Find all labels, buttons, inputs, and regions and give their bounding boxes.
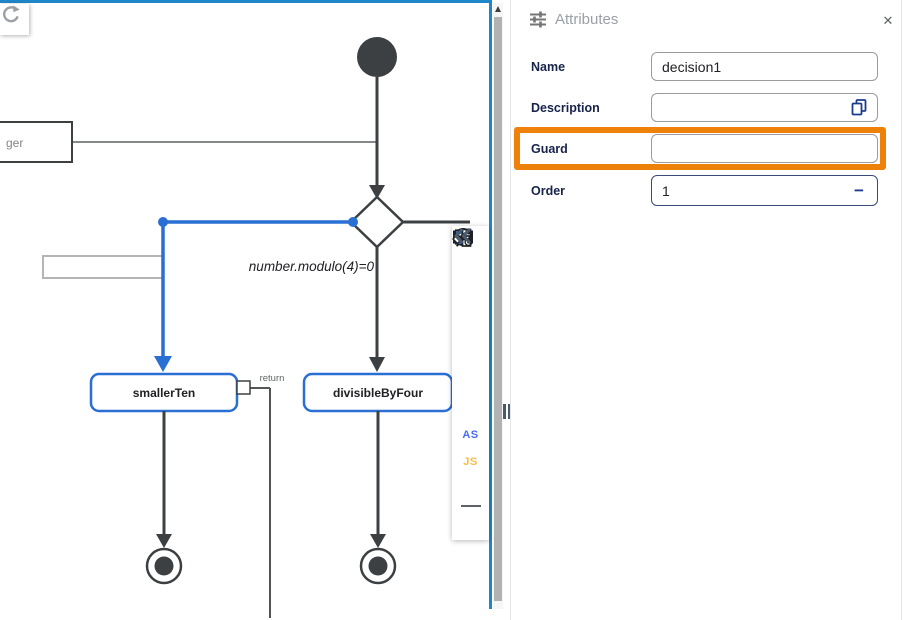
order-label: Order xyxy=(531,184,566,198)
toolbar-decision-nodes-button[interactable] xyxy=(452,228,484,502)
chevron-double-left-icon xyxy=(453,227,472,245)
toolbar-collapse-button[interactable] xyxy=(453,227,484,535)
toolbar-comment-button[interactable] xyxy=(454,228,484,392)
toolbar-as-script-button[interactable]: AS xyxy=(462,429,479,441)
edge-decision-to-smallerten-selected[interactable] xyxy=(154,217,358,372)
tune-icon xyxy=(530,11,546,28)
edge-endpoint-handle[interactable] xyxy=(348,217,358,227)
canvas-border-right xyxy=(489,0,492,609)
shape-toolbar: T AS JS xyxy=(452,226,489,540)
toolbar-text-button[interactable]: T xyxy=(457,227,484,365)
name-label: Name xyxy=(531,60,566,74)
guard-input[interactable] xyxy=(651,134,878,163)
close-panel-button[interactable]: ✕ xyxy=(879,12,897,30)
panel-header: Attributes xyxy=(528,10,618,29)
toolbar-task-button[interactable] xyxy=(453,230,484,283)
toolbar-divider xyxy=(460,505,481,508)
partial-node-label: ger xyxy=(6,136,23,150)
attributes-panel: Attributes ✕ Name Description Guard Orde… xyxy=(510,0,908,620)
task-node-divisiblebyfour[interactable]: divisibleByFour xyxy=(302,372,454,413)
task-node-smallerten[interactable]: smallerTen xyxy=(89,372,239,413)
copy-icon xyxy=(851,99,867,116)
canvas-vertical-scrollbar[interactable] xyxy=(493,3,503,609)
partial-node-integer[interactable]: ger xyxy=(0,121,73,163)
canvas-border-top xyxy=(0,0,492,3)
toolbar-subflow-button[interactable] xyxy=(456,228,484,420)
guard-label: Guard xyxy=(531,142,568,156)
description-input[interactable] xyxy=(651,93,878,122)
copy-description-button[interactable] xyxy=(849,98,869,118)
description-label: Description xyxy=(531,101,600,115)
splitter-grip-icon[interactable] xyxy=(503,404,510,419)
toolbar-decision-button[interactable] xyxy=(454,228,484,310)
panel-title: Attributes xyxy=(555,11,619,28)
edge-label-editbox[interactable] xyxy=(42,255,164,279)
scrollbar-thumb[interactable] xyxy=(494,17,502,601)
end-node-left[interactable] xyxy=(145,547,183,585)
end-node-right[interactable] xyxy=(359,547,397,585)
order-input[interactable] xyxy=(651,175,878,206)
toolbar-signal-button[interactable] xyxy=(454,229,484,338)
panel-scroll-track xyxy=(901,0,902,620)
edge-return[interactable]: return xyxy=(250,373,284,618)
edge-divisiblebyfour-to-end[interactable] xyxy=(370,411,386,548)
edge-smallerten-to-end[interactable] xyxy=(156,411,172,548)
port-handle[interactable] xyxy=(236,380,251,395)
start-node[interactable] xyxy=(357,37,397,77)
panel-splitter[interactable] xyxy=(503,0,510,620)
task-label: smallerTen xyxy=(133,386,195,400)
name-input[interactable] xyxy=(651,52,878,81)
edge-decision-to-divisiblebyfour[interactable] xyxy=(369,247,385,372)
edge-corner-handle[interactable] xyxy=(158,217,168,227)
diagram-canvas[interactable]: ger number.modulo(4)=0 xyxy=(0,0,492,620)
task-label: divisibleByFour xyxy=(333,386,423,400)
redo-icon xyxy=(3,5,20,23)
toolbar-js-script-button[interactable]: JS xyxy=(463,456,478,469)
scrollbar-up-arrow-icon[interactable] xyxy=(494,6,501,12)
edge-start-to-decision[interactable] xyxy=(369,77,385,199)
redo-button[interactable] xyxy=(0,4,29,35)
decision-node[interactable] xyxy=(349,195,405,249)
guard-edge-label[interactable]: number.modulo(4)=0 xyxy=(249,259,375,274)
return-edge-label: return xyxy=(260,373,285,384)
order-decrement-button[interactable]: − xyxy=(849,181,869,201)
